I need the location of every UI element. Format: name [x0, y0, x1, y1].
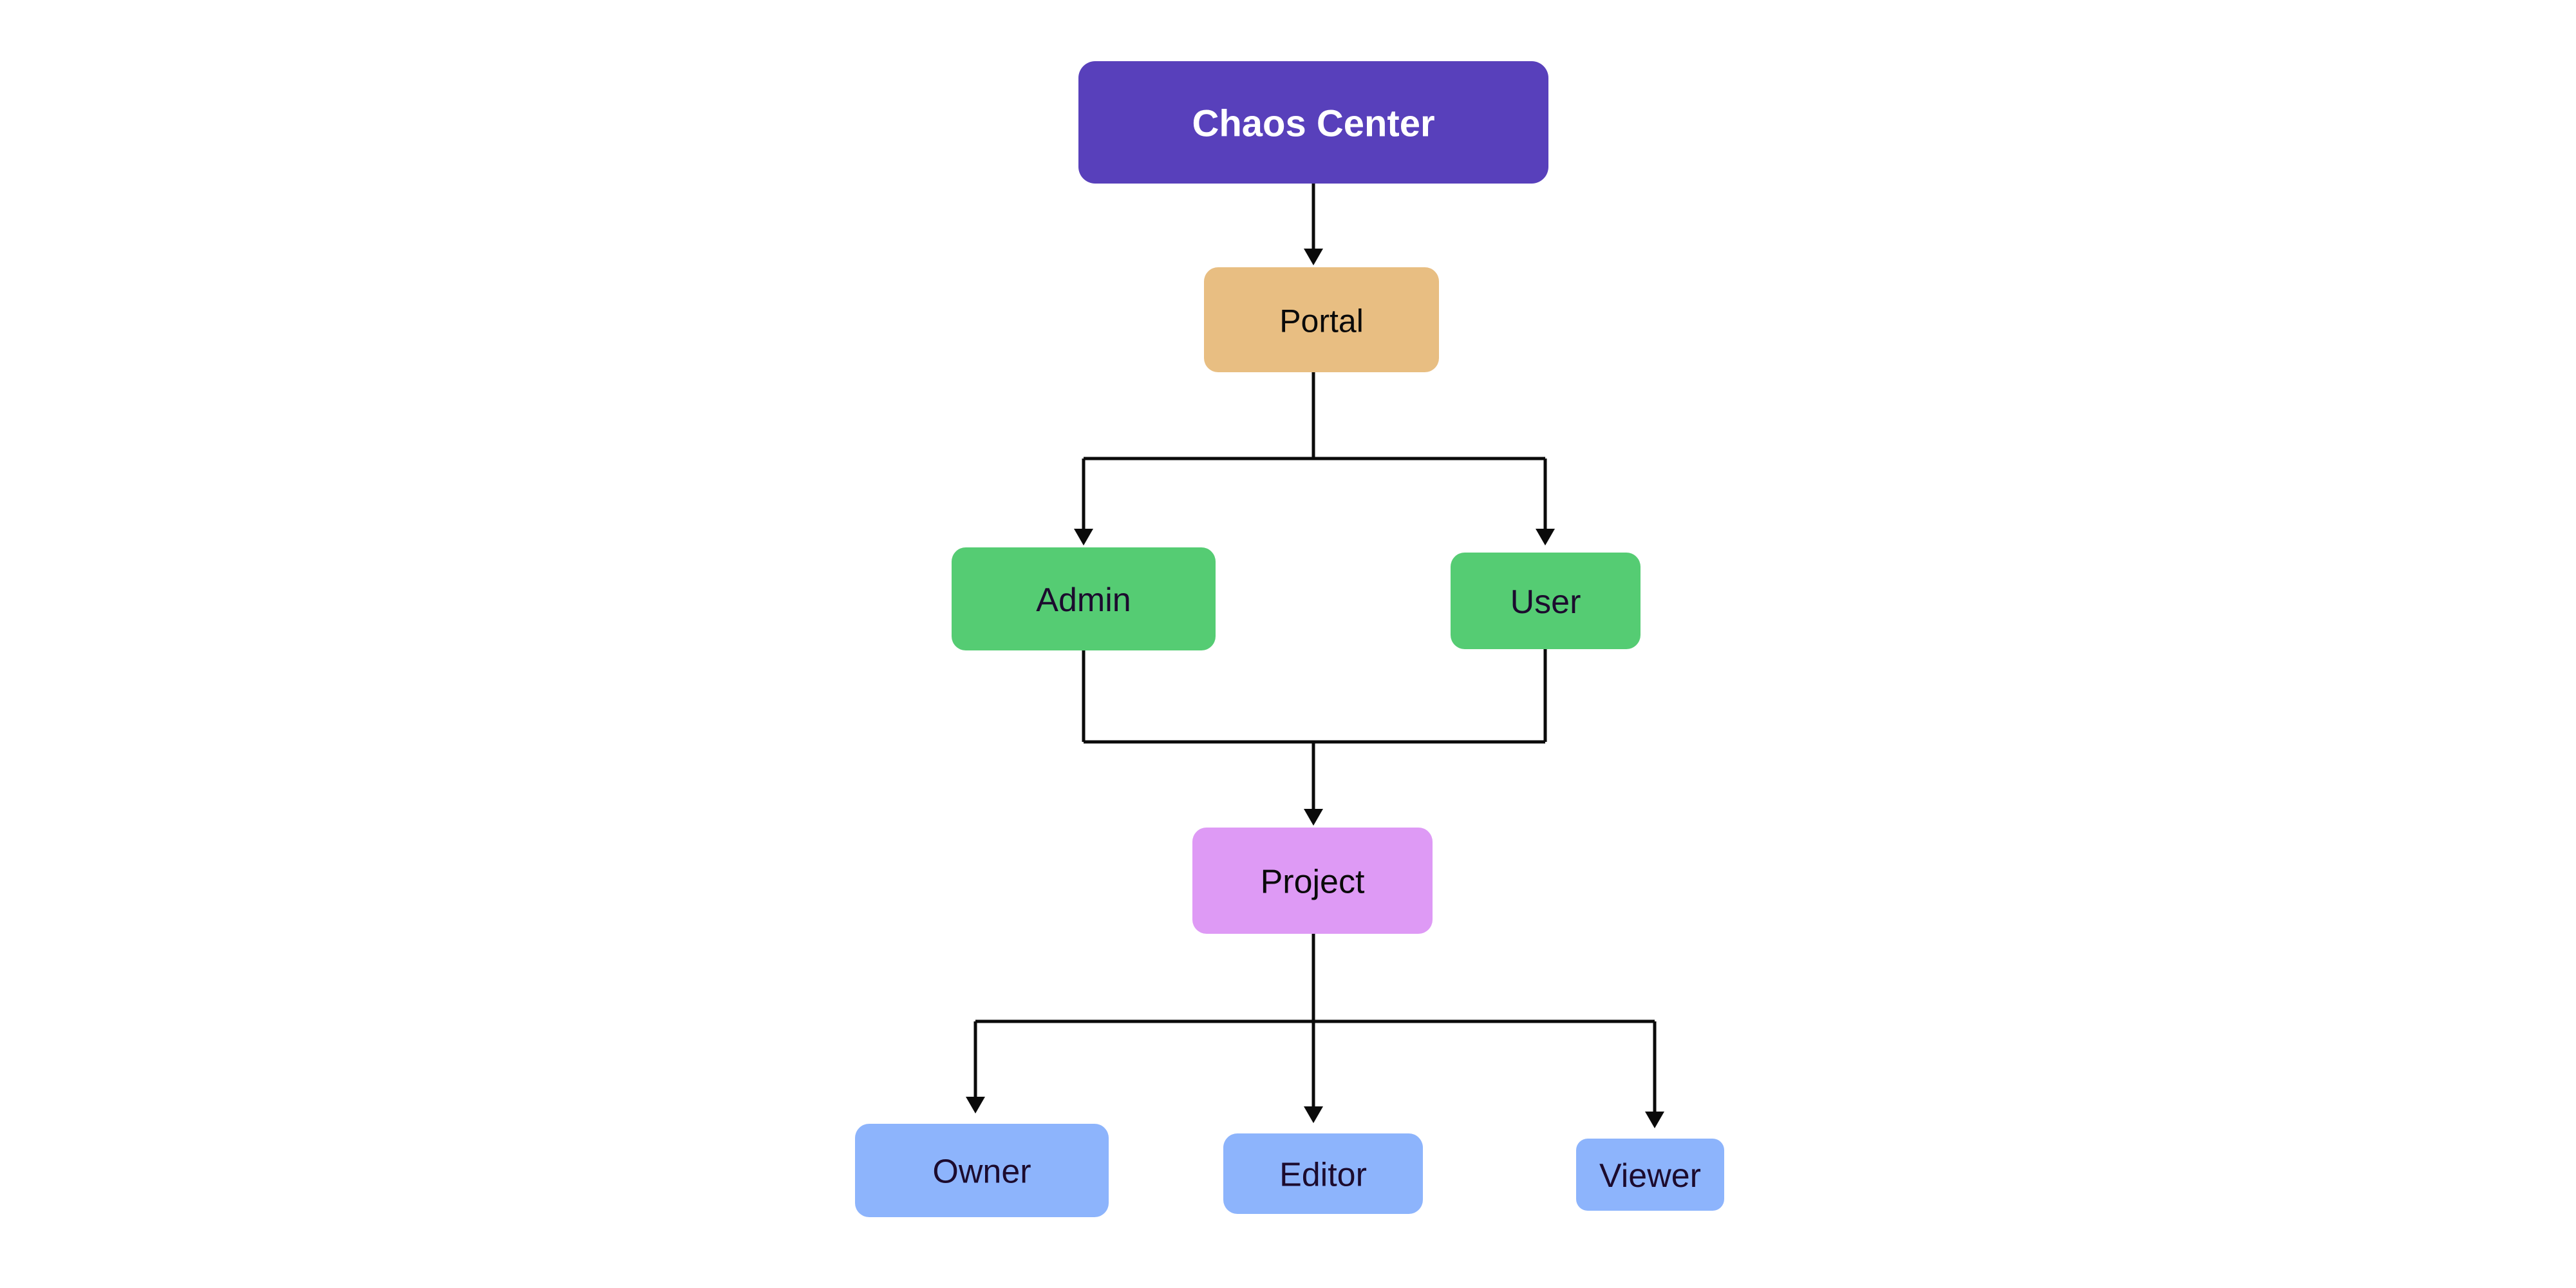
node-box-portal[interactable]: [1204, 267, 1439, 372]
node-viewer[interactable]: Viewer: [1576, 1139, 1724, 1211]
node-project[interactable]: Project: [1192, 828, 1433, 934]
edge-line: [1082, 650, 1545, 817]
node-label-portal: Portal: [1279, 303, 1364, 339]
node-box-chaos-center[interactable]: [1078, 61, 1548, 184]
node-label-owner: Owner: [932, 1153, 1031, 1191]
node-label-chaos-center: Chaos Center: [1192, 103, 1434, 145]
arrowhead-icon: [1645, 1112, 1664, 1128]
edge-admin-to-project: [1082, 650, 1545, 826]
edge-portal-to-admin: [1074, 372, 1545, 545]
node-portal[interactable]: Portal: [1204, 267, 1439, 372]
node-label-editor: Editor: [1279, 1157, 1367, 1194]
node-owner[interactable]: Owner: [855, 1124, 1109, 1217]
edge-portal-to-user: [1536, 459, 1555, 545]
arrowhead-icon: [1536, 529, 1555, 545]
edge-chaos-center-to-portal: [1304, 184, 1323, 265]
arrowhead-icon: [966, 1097, 985, 1113]
arrowhead-icon: [1304, 809, 1323, 826]
edge-line: [1082, 372, 1545, 536]
node-label-user: User: [1510, 583, 1581, 621]
edges-layer: [966, 184, 1664, 1128]
node-admin[interactable]: Admin: [952, 547, 1216, 650]
node-editor[interactable]: Editor: [1223, 1133, 1423, 1214]
edge-project-to-viewer: [1645, 1021, 1664, 1128]
edge-project-to-owner: [966, 934, 1655, 1113]
edge-project-to-editor: [1304, 1021, 1323, 1123]
arrowhead-icon: [1304, 1106, 1323, 1123]
node-label-admin: Admin: [1036, 582, 1131, 619]
node-box-editor[interactable]: [1223, 1133, 1423, 1214]
arrowhead-icon: [1304, 249, 1323, 265]
node-box-owner[interactable]: [855, 1124, 1109, 1217]
node-box-viewer[interactable]: [1576, 1139, 1724, 1211]
arrowhead-icon: [1074, 529, 1093, 545]
node-box-user[interactable]: [1451, 553, 1641, 649]
node-user[interactable]: User: [1451, 553, 1641, 649]
node-box-project[interactable]: [1192, 828, 1433, 934]
node-label-project: Project: [1261, 864, 1365, 901]
node-chaos-center[interactable]: Chaos Center: [1078, 61, 1548, 184]
node-label-viewer: Viewer: [1599, 1157, 1701, 1195]
node-box-admin[interactable]: [952, 547, 1216, 650]
